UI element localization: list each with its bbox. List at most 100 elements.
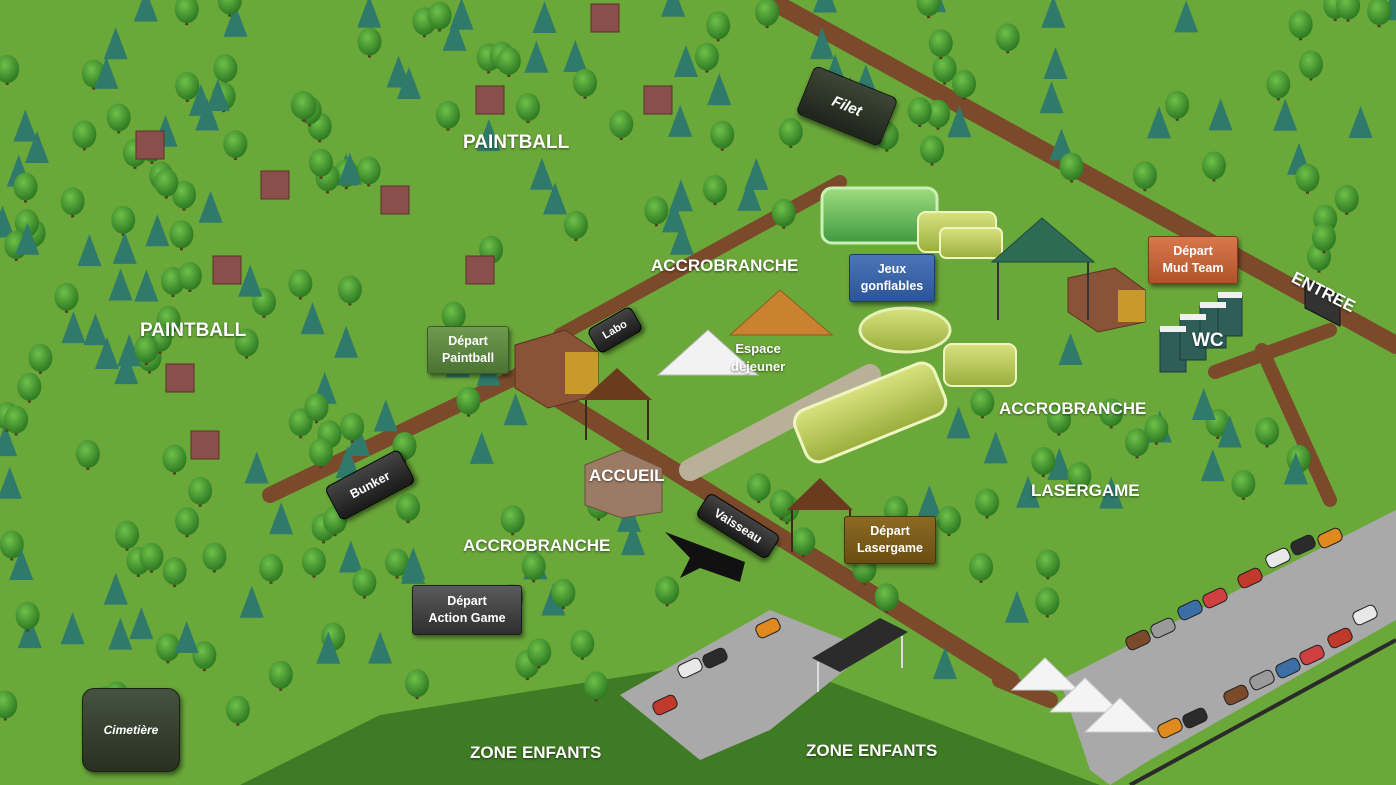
tree [405, 669, 430, 700]
tree [1299, 50, 1324, 81]
pine-tree [1041, 0, 1066, 28]
pine-tree [223, 4, 248, 37]
pine-tree [668, 179, 693, 212]
pine-tree [469, 431, 494, 464]
pine-tree [103, 27, 128, 60]
tree [1334, 184, 1359, 215]
entry-gate [1304, 277, 1341, 327]
tree [1165, 90, 1190, 121]
pine-tree [103, 572, 128, 605]
tree [769, 489, 794, 520]
zone-label-wc: WC [1192, 330, 1224, 351]
sign-line: gonflables [860, 279, 924, 293]
tree [340, 412, 365, 443]
tree [13, 172, 38, 203]
parking-east [1060, 510, 1396, 785]
pine-tree [400, 551, 425, 584]
pine-tree [77, 234, 102, 267]
tree [308, 438, 333, 469]
pine-tree [134, 269, 159, 302]
tree [1035, 587, 1060, 618]
tree [500, 505, 525, 536]
tree [644, 196, 669, 227]
pine-tree [24, 131, 49, 164]
tree [907, 96, 932, 127]
car [1223, 684, 1249, 706]
pine-tree [1016, 475, 1041, 508]
tree [527, 638, 552, 669]
tree [225, 695, 250, 726]
tree [175, 507, 200, 538]
pine-tree [83, 313, 108, 346]
pine-tree [1273, 98, 1298, 131]
tree [115, 520, 140, 551]
tree [551, 578, 576, 609]
pine-tree [198, 190, 223, 223]
tree [655, 576, 680, 607]
sign-cimetiere[interactable]: Cimetière [82, 688, 180, 772]
pine-tree [1174, 0, 1199, 33]
tree [1266, 70, 1291, 101]
pine-tree [669, 222, 694, 255]
car [1299, 644, 1325, 666]
tree [1255, 417, 1280, 448]
car [702, 647, 728, 669]
tree [1231, 469, 1256, 500]
tree [169, 220, 194, 251]
tree [427, 1, 452, 32]
tree [570, 629, 595, 660]
pine-tree [563, 40, 588, 73]
pine-tree [335, 445, 360, 478]
car [652, 694, 678, 716]
pine-tree [442, 18, 467, 51]
tree [60, 187, 85, 218]
tree [352, 568, 377, 599]
tree [771, 198, 796, 229]
gazebos [582, 217, 1157, 733]
tree [755, 0, 780, 29]
pine-tree [133, 0, 158, 22]
pine-tree [244, 451, 269, 484]
pine-tree [917, 485, 942, 518]
sign-line: Départ [448, 334, 488, 349]
pine-tree [1058, 333, 1083, 366]
parking-west [620, 610, 870, 760]
tree [916, 0, 941, 19]
tree [1035, 549, 1060, 580]
tree [139, 542, 164, 573]
tree [259, 553, 284, 584]
car [755, 617, 781, 639]
tree [706, 11, 731, 42]
pine-tree [1049, 128, 1074, 161]
tree [1295, 163, 1320, 194]
crate [465, 255, 495, 285]
tree [791, 527, 816, 558]
tree [969, 552, 994, 583]
tree [337, 275, 362, 306]
tree [573, 68, 598, 99]
trees [0, 0, 1396, 730]
pine-tree [368, 631, 393, 664]
label-line: déjeuner [731, 358, 786, 374]
crate [135, 130, 165, 160]
car [1265, 547, 1291, 569]
tree [932, 54, 957, 85]
pine-tree [1099, 476, 1124, 509]
zone-label-lasergame: LASERGAME [1031, 481, 1140, 500]
tree [928, 29, 953, 60]
car [1125, 629, 1151, 651]
tree [710, 120, 735, 151]
tree [357, 27, 382, 58]
inflatable-pools [793, 186, 1017, 464]
crate [190, 430, 220, 460]
tree [292, 91, 317, 122]
pine-tree [503, 393, 528, 426]
wc-cabins [1159, 292, 1243, 373]
